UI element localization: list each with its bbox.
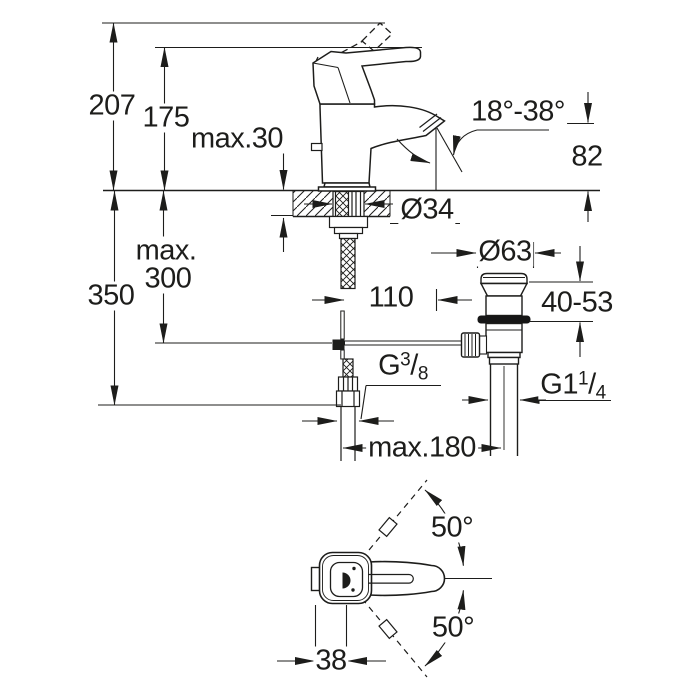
dim-max-180-label: max.180 <box>366 431 478 464</box>
g38-sup: 3 <box>400 349 411 371</box>
spout-angle-lines <box>396 127 478 190</box>
faucet-lever <box>312 46 422 105</box>
popup-rod <box>344 340 463 346</box>
g38-sub: 8 <box>417 363 429 385</box>
handle-tip-upper-symbol <box>378 516 398 538</box>
waste-gasket <box>477 315 531 324</box>
dim-lever-height-label: 175 <box>140 101 192 134</box>
g114-sup: 1 <box>577 368 589 390</box>
dim-swing-upper-label: 50° <box>428 511 476 544</box>
dim-waste-diameter-label: Ø63 <box>476 235 534 268</box>
g114-prefix: G1 <box>540 368 578 401</box>
dim-supply-length-label: 350 <box>85 279 137 312</box>
handle-lever-top <box>368 560 446 597</box>
faucet-side-view <box>310 22 446 192</box>
dim-hole-diameter-label: Ø34 <box>398 193 456 226</box>
dim-swing-lower-label: 50° <box>429 611 477 644</box>
popup-waste <box>460 272 531 456</box>
dim-g38-label: G3/8 <box>376 349 430 384</box>
dim-handle-width-label: 38 <box>313 644 349 677</box>
handle-logo-mark <box>342 572 351 589</box>
g38-slash: / <box>410 349 418 382</box>
waste-knob <box>460 332 481 358</box>
dim-deck-thickness-label: max.30 <box>188 122 286 155</box>
dim-spout-height-label: 82 <box>569 140 605 173</box>
g38-prefix: G <box>378 349 401 382</box>
dim-spout-angle-label: 18°-38° <box>469 95 567 128</box>
g114-sub: 4 <box>595 382 607 404</box>
faucet-body <box>319 103 446 184</box>
dim-reach-110-label: 110 <box>366 281 416 314</box>
handle-tip-lower-symbol <box>378 618 398 640</box>
handle-top-view <box>277 479 492 678</box>
supply-connection <box>328 190 463 461</box>
dim-overall-height-label: 207 <box>86 89 138 122</box>
dim-g114-label: G11/4 <box>538 368 608 403</box>
dim-waste-height-label: 40-53 <box>539 286 615 319</box>
popup-rod-joint <box>332 339 345 350</box>
dim-max-word-label: max. <box>133 234 199 267</box>
g114-slash: / <box>588 368 596 401</box>
dim-max-300-label: 300 <box>142 262 194 295</box>
